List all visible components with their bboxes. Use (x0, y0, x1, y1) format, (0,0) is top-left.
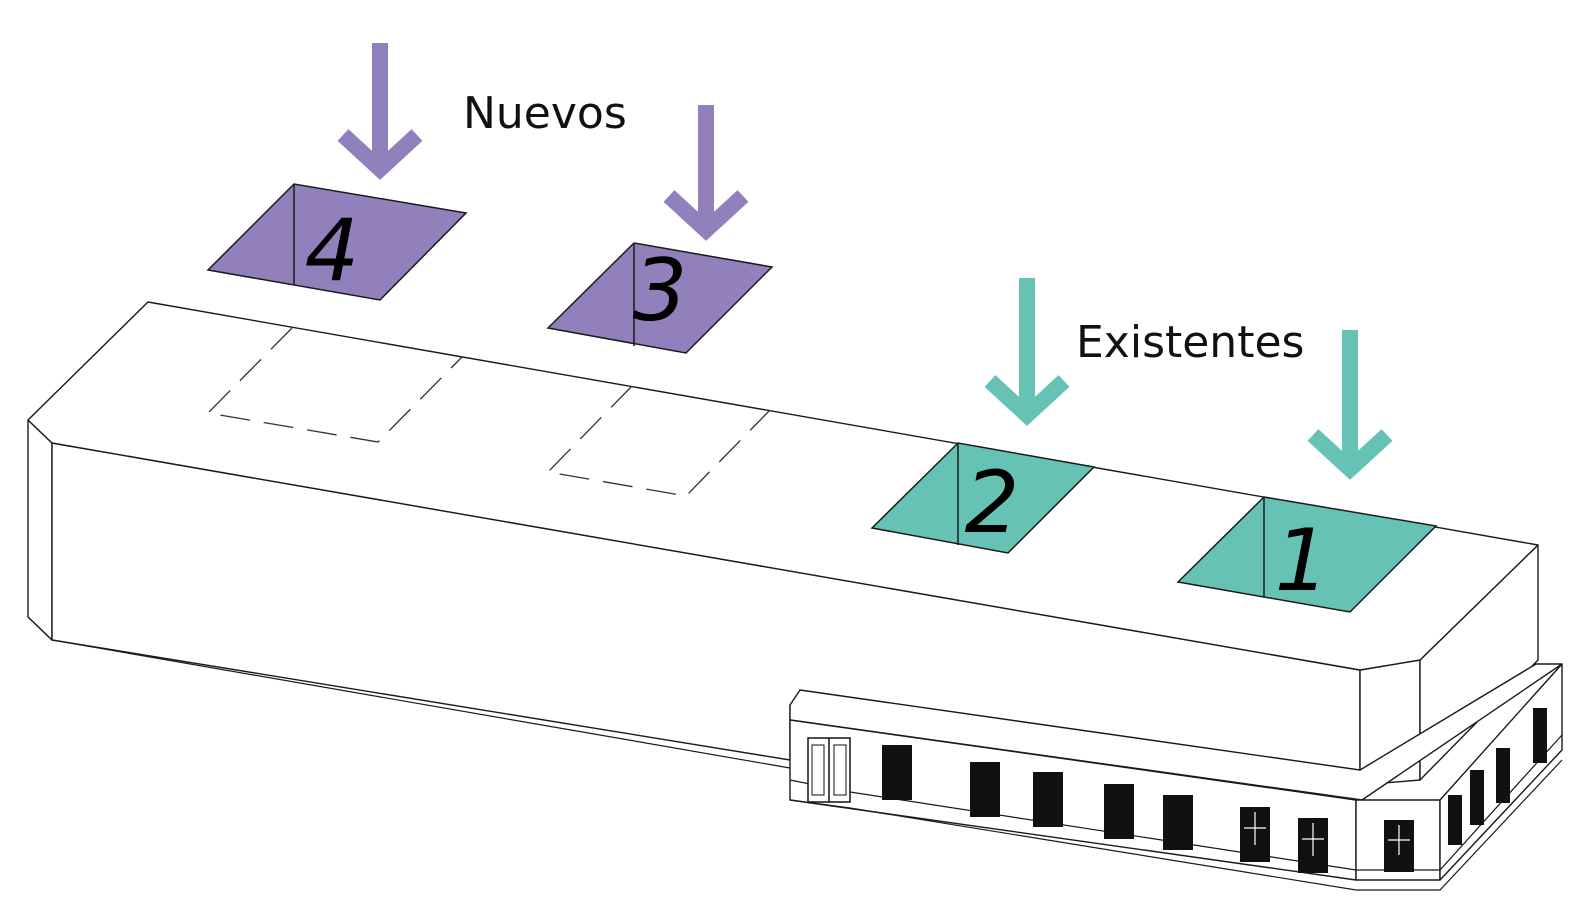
down-arrow-icon (663, 105, 749, 241)
window (1384, 820, 1414, 872)
entrance-door (807, 737, 851, 803)
down-arrow-icon (337, 43, 423, 180)
window (1533, 708, 1547, 763)
building-roof (27, 301, 1539, 671)
skylight-number: 2 (965, 453, 1020, 553)
arrows (337, 43, 1393, 480)
skylight-panel-4: 4 (206, 183, 468, 301)
window (1448, 795, 1462, 845)
down-arrow-icon (984, 278, 1070, 426)
skylight-number: 1 (1275, 511, 1330, 611)
window (1470, 770, 1484, 825)
window (882, 745, 912, 800)
skylight-number: 3 (633, 241, 688, 341)
label-nuevos: Nuevos (463, 88, 627, 139)
facade-openings (807, 708, 1547, 873)
skylight-glass (870, 442, 1096, 554)
window (1033, 772, 1063, 827)
skylight-number: 4 (305, 201, 360, 301)
annex-plinth (789, 759, 1563, 891)
window (1240, 807, 1270, 862)
skylight-panel-1: 1 (1176, 496, 1438, 613)
window (1163, 795, 1193, 850)
building (27, 301, 1563, 891)
window (1496, 748, 1510, 803)
new-opening-outline-4 (206, 327, 463, 443)
skylights: 1 2 3 4 (206, 183, 1438, 613)
window (1104, 784, 1134, 839)
skylight-panel-3: 3 (546, 241, 774, 354)
window (970, 762, 1000, 817)
new-opening-outline-3 (546, 385, 771, 497)
building-left-face (27, 419, 53, 641)
skylight-glass (206, 183, 468, 301)
skylight-glass (1176, 496, 1438, 613)
skylight-glass (546, 242, 774, 354)
skylight-panel-2: 2 (870, 442, 1096, 554)
down-arrow-icon (1307, 330, 1393, 480)
label-existentes: Existentes (1076, 317, 1304, 368)
building-base-line (27, 616, 791, 769)
window (1298, 818, 1328, 873)
